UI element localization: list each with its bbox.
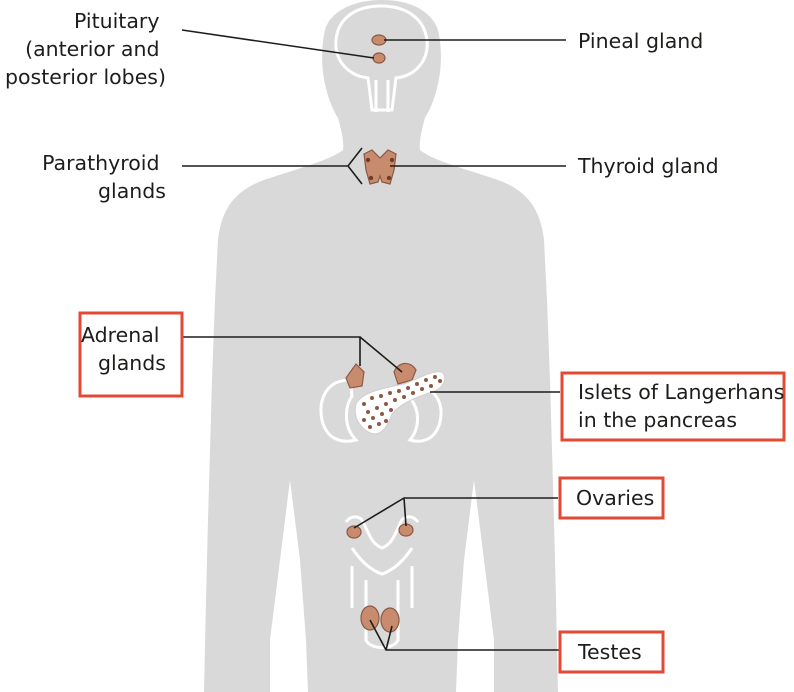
parathyroid-dot-3 bbox=[368, 175, 374, 181]
ovary-left-shape bbox=[346, 525, 362, 539]
pineal-gland-shape bbox=[371, 34, 387, 46]
parathyroid-leader bbox=[182, 147, 363, 185]
parathyroid-dot-2 bbox=[389, 157, 395, 163]
pituitary-label: Pituitary (anterior and posterior lobes) bbox=[5, 9, 166, 89]
uterus-outline bbox=[344, 515, 420, 550]
islets-dots bbox=[362, 375, 442, 429]
adrenal-leader bbox=[182, 336, 403, 373]
adrenal-gland-left-shape bbox=[345, 363, 365, 389]
parathyroid-label: Parathyroid glands bbox=[42, 151, 166, 203]
islets-highlight-box bbox=[560, 371, 786, 442]
ovaries-leader bbox=[353, 497, 558, 529]
adrenal-highlight-box bbox=[78, 311, 184, 398]
testis-left-shape bbox=[360, 605, 380, 631]
testis-right-shape bbox=[380, 607, 400, 633]
parathyroid-dot-1 bbox=[365, 157, 371, 163]
islets-label: Islets of Langerhans in the pancreas bbox=[578, 380, 791, 432]
parathyroid-dot-4 bbox=[386, 175, 392, 181]
adrenal-label: Adrenal glands bbox=[81, 323, 166, 375]
genital-outline bbox=[350, 566, 414, 649]
kidney-right-outline bbox=[407, 384, 443, 443]
pituitary-gland-shape bbox=[372, 52, 386, 64]
thyroid-label: Thyroid gland bbox=[577, 154, 719, 178]
ovaries-highlight-box bbox=[558, 476, 665, 520]
ovaries-label: Ovaries bbox=[576, 486, 654, 510]
thyroid-gland-shape bbox=[363, 149, 397, 185]
pelvic-outline bbox=[350, 547, 414, 576]
pituitary-leader bbox=[181, 29, 375, 59]
testes-leader bbox=[369, 619, 560, 651]
pineal-label: Pineal gland bbox=[578, 29, 703, 53]
testes-highlight-box bbox=[558, 630, 665, 674]
brainstem-outline bbox=[374, 80, 390, 112]
kidney-left-outline bbox=[319, 378, 359, 443]
body-silhouette bbox=[204, 0, 558, 692]
testes-label: Testes bbox=[577, 640, 642, 664]
